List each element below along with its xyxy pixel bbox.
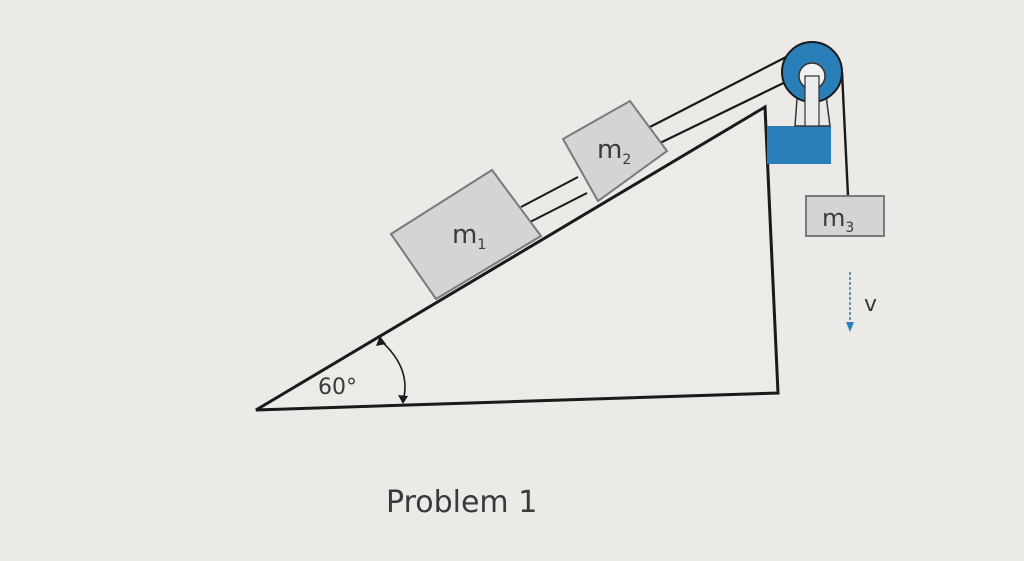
string-pulley-m3 (840, 71, 850, 197)
block-m2-label: m2 (597, 135, 631, 168)
pulley-mount-base (767, 126, 831, 164)
problem-caption: Problem 1 (386, 485, 537, 520)
block-m1 (389, 168, 543, 301)
angle-arrowhead-bottom (398, 395, 408, 404)
block-m3-label: m3 (822, 204, 854, 236)
block-m1-label: m1 (452, 220, 486, 253)
velocity-arrowhead (846, 322, 854, 332)
angle-arc (379, 339, 406, 402)
string-m1-m2 (520, 176, 579, 208)
block-m3 (805, 195, 885, 237)
block-m2 (561, 99, 669, 203)
angle-label: 60° (318, 375, 357, 400)
string-m2-pulley-lower (659, 74, 801, 144)
pulley-axle-post (804, 75, 820, 127)
angle-arrowhead-top (376, 336, 386, 346)
string-m1-m2-lower (529, 192, 588, 223)
string-m2-pulley (647, 54, 791, 129)
velocity-label: v (864, 292, 877, 317)
incline-triangle (255, 104, 780, 412)
